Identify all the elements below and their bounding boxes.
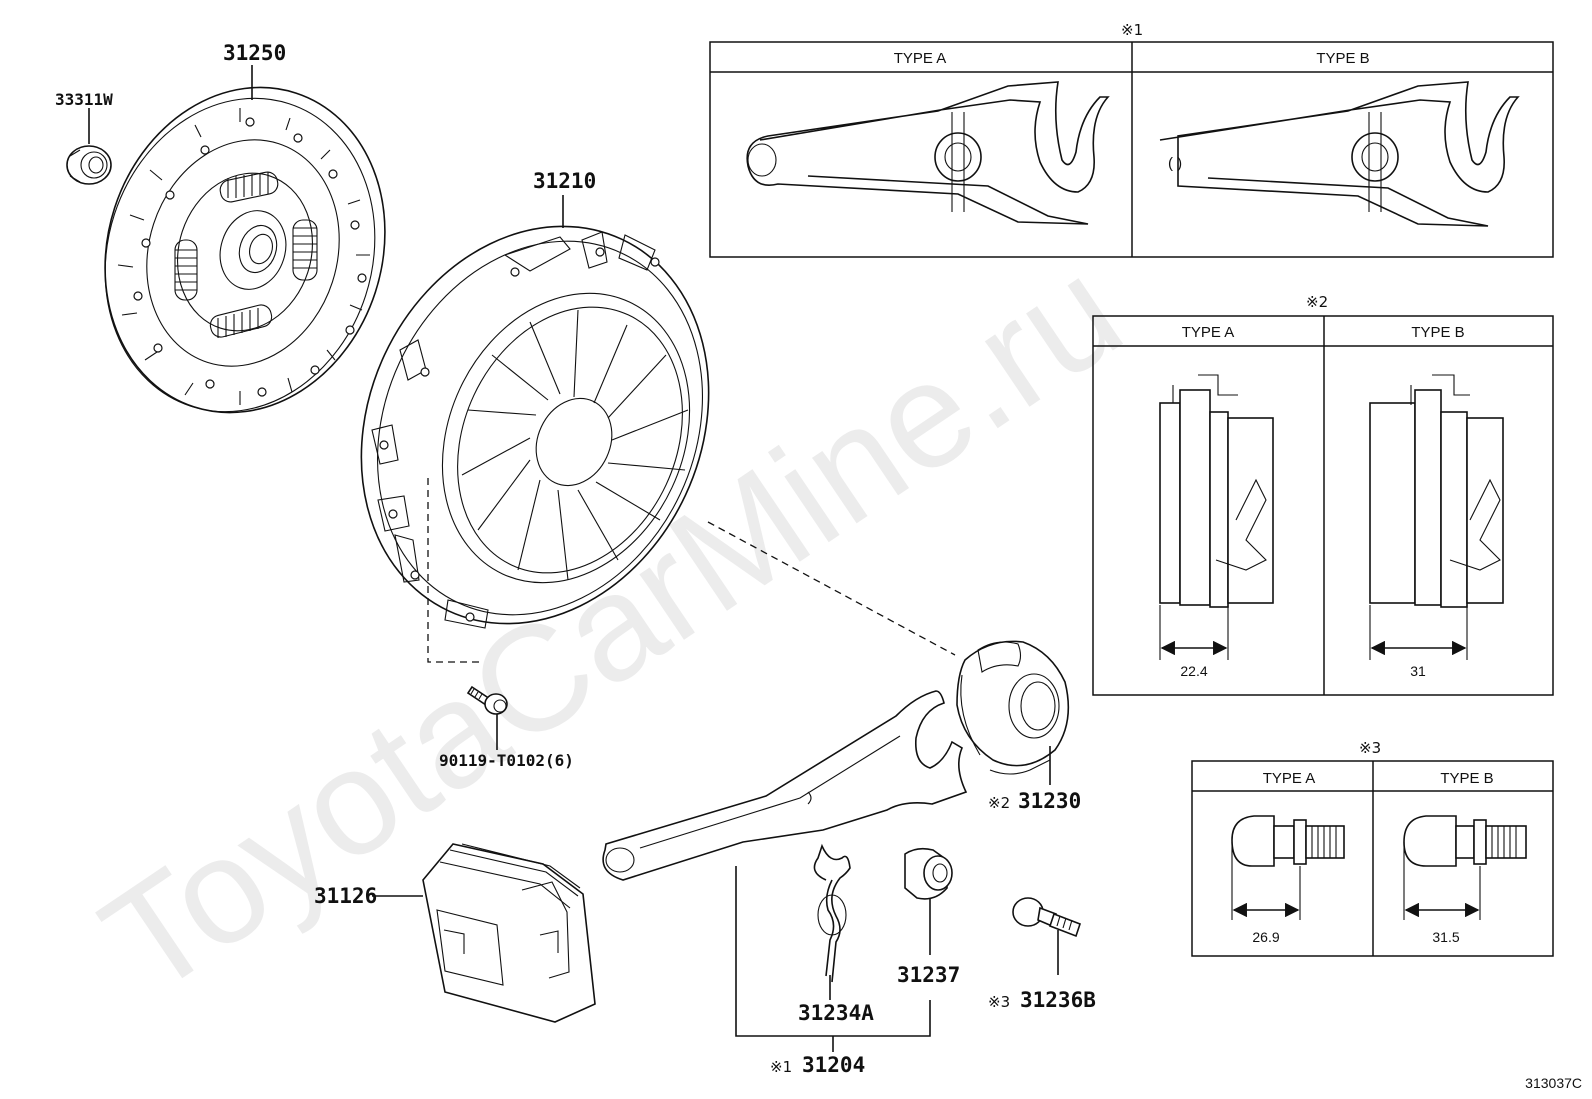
pilot-bearing-33311w[interactable] bbox=[66, 145, 112, 185]
part-number-33311w[interactable]: 33311W bbox=[55, 90, 113, 109]
release-fork[interactable] bbox=[602, 690, 968, 881]
part-number-31210[interactable]: 31210 bbox=[533, 169, 596, 193]
bushing-31237[interactable] bbox=[904, 847, 953, 900]
variant-box-1: ※1 TYPE A TYPE B ( ) bbox=[709, 21, 1554, 258]
variant-box-1-type-a: TYPE A bbox=[894, 50, 947, 67]
part-number-31230[interactable]: 31230 bbox=[1018, 789, 1081, 813]
part-number-90119-t0102[interactable]: 90119-T0102(6) bbox=[439, 751, 574, 770]
variant-box-2-type-b: TYPE B bbox=[1411, 324, 1464, 341]
part-number-31234a[interactable]: 31234A bbox=[798, 1001, 874, 1025]
note-marker-n1: ※1 bbox=[770, 1058, 792, 1076]
release-bearing-type-a: 22.4 bbox=[1159, 374, 1274, 679]
bolt-90119-t0102[interactable] bbox=[466, 685, 508, 715]
pivot-type-b: 31.5 bbox=[1403, 815, 1527, 945]
clutch-cover-31210[interactable] bbox=[298, 169, 772, 681]
variant-box-2: ※2 TYPE A TYPE B 22.4 31 bbox=[1092, 293, 1554, 696]
variant-box-3: ※3 TYPE A TYPE B 26.9 31.5 bbox=[1191, 739, 1554, 957]
variant-box-2-type-a: TYPE A bbox=[1182, 324, 1235, 341]
bearing-dimension-a: 22.4 bbox=[1180, 663, 1207, 679]
pivot-dimension-b: 31.5 bbox=[1432, 929, 1459, 945]
note-marker-n3: ※3 bbox=[988, 993, 1010, 1011]
part-number-31250[interactable]: 31250 bbox=[223, 41, 286, 65]
fork-type-b: ( ) bbox=[1159, 81, 1520, 227]
variant-box-1-note: ※1 bbox=[1121, 21, 1143, 39]
variant-box-1-type-b: TYPE B bbox=[1316, 50, 1369, 67]
note-marker-n2: ※2 bbox=[988, 794, 1010, 812]
fork-type-a bbox=[746, 81, 1110, 225]
variant-box-3-type-b: TYPE B bbox=[1440, 770, 1493, 787]
variant-box-2-note: ※2 bbox=[1306, 293, 1328, 311]
release-bearing-31230[interactable] bbox=[956, 640, 1070, 775]
part-number-31204[interactable]: 31204 bbox=[802, 1053, 865, 1077]
variant-box-3-note: ※3 bbox=[1359, 739, 1381, 757]
pivot-31236b[interactable] bbox=[1012, 897, 1082, 938]
pivot-type-a: 26.9 bbox=[1231, 815, 1345, 945]
part-number-31236b[interactable]: 31236B bbox=[1020, 988, 1096, 1012]
fork-type-b-hole-icon: ( ) bbox=[1168, 155, 1182, 172]
clip-31234a[interactable] bbox=[813, 843, 851, 983]
part-number-31237[interactable]: 31237 bbox=[897, 963, 960, 987]
bearing-dimension-b: 31 bbox=[1410, 663, 1426, 679]
release-fork-boot-31126[interactable] bbox=[422, 843, 596, 1023]
pivot-dimension-a: 26.9 bbox=[1252, 929, 1279, 945]
release-bearing-type-b: 31 bbox=[1369, 374, 1504, 679]
diagram-code: 313037C bbox=[1525, 1075, 1582, 1091]
clutch-disc-31250[interactable] bbox=[64, 51, 427, 450]
variant-box-3-type-a: TYPE A bbox=[1263, 770, 1316, 787]
part-number-31126[interactable]: 31126 bbox=[314, 884, 377, 908]
